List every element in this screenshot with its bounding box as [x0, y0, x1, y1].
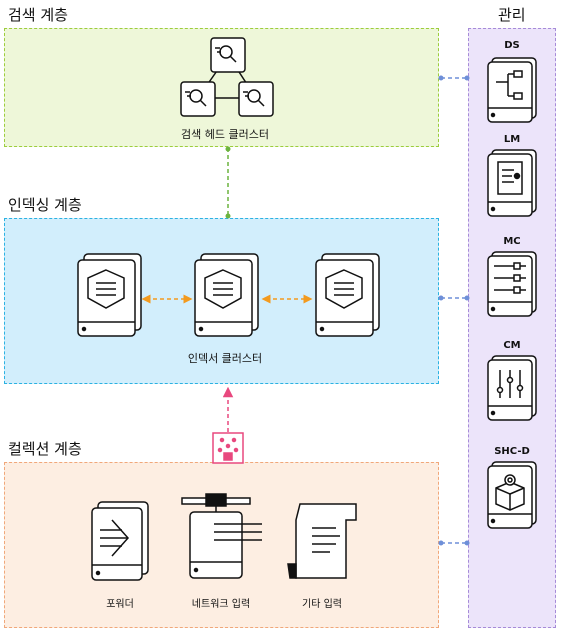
mgmt-label-cm: CM [503, 340, 521, 351]
mgmt-label-shc-d: SHC-D [494, 446, 530, 457]
search-head-icon-right [238, 81, 274, 117]
network-input-caption: 네트워크 입력 [191, 599, 251, 610]
collection-tier-label: 컬렉션 계층 [8, 440, 82, 458]
other-input-icon [287, 503, 357, 579]
indexer-cluster-caption: 인덱서 클러스터 [187, 352, 263, 365]
mgmt-label-lm: LM [503, 134, 521, 145]
indexer-icon-center [194, 253, 259, 337]
forwarder-icon [91, 501, 149, 581]
cm-icon [487, 355, 537, 421]
search-head-cluster-icon [180, 37, 274, 117]
shc-d-icon [487, 461, 537, 529]
ds-icon [487, 57, 537, 123]
mc-icon [487, 251, 537, 317]
indexer-icon-right [315, 253, 380, 337]
indexer-icon-left [77, 253, 142, 337]
search-head-icon-top [210, 37, 246, 73]
data-ingest-icon [212, 432, 244, 464]
mgmt-label-ds: DS [504, 40, 520, 51]
mgmt-label-mc: MC [503, 236, 521, 247]
indexing-tier-label: 인덱싱 계층 [8, 196, 82, 214]
search-tier-label: 검색 계층 [8, 6, 68, 24]
network-input-icon [181, 493, 262, 579]
search-head-icon-left [180, 81, 216, 117]
forwarder-caption: 포워더 [106, 599, 134, 610]
search-head-cluster-caption: 검색 헤드 클러스터 [181, 128, 269, 141]
management-label: 관리 [498, 6, 526, 24]
lm-icon [487, 149, 537, 217]
other-input-caption: 기타 입력 [302, 599, 342, 610]
management-connectors [441, 77, 467, 544]
